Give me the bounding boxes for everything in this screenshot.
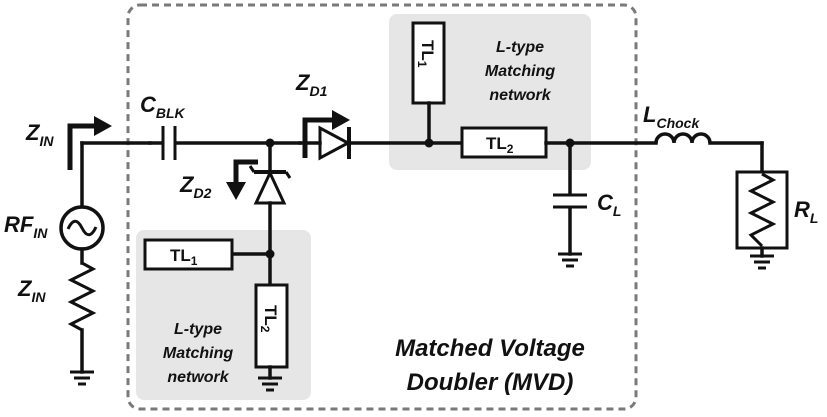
resistor-icon <box>747 172 777 248</box>
tl1-bottom-label: TL1 <box>170 246 198 268</box>
tl1-top-label: TL1 <box>415 40 437 68</box>
diode-icon <box>248 165 292 205</box>
z-in-bottom-label: ZIN <box>17 276 46 305</box>
svg-text:network: network <box>489 87 551 104</box>
l-chock-label: LChock <box>643 102 700 131</box>
ground-icon <box>750 254 774 270</box>
svg-text:Matching: Matching <box>485 63 555 80</box>
r-l-label: RL <box>794 197 818 226</box>
tl2-top-label: TL2 <box>486 134 514 156</box>
matching-caption-top: L-type Matching network <box>485 39 555 104</box>
ac-source-icon <box>59 205 105 251</box>
z-in-top-label: ZIN <box>25 120 54 149</box>
z-d1-label: ZD1 <box>295 70 328 99</box>
resistor-icon <box>67 261 97 332</box>
capacitor-icon <box>161 126 177 160</box>
junction-dot <box>424 138 434 148</box>
z-d2-arrow-icon <box>226 159 258 200</box>
diode-icon <box>318 125 352 161</box>
mvd-title: Matched Voltage Doubler (MVD) <box>395 335 585 396</box>
tl2-top-box <box>460 126 548 159</box>
tl1-top-box <box>411 21 446 105</box>
load-box <box>735 170 789 250</box>
rf-in-label: RFIN <box>4 212 48 241</box>
ground-icon <box>258 376 282 392</box>
svg-text:Doubler (MVD): Doubler (MVD) <box>407 369 574 396</box>
capacitor-icon <box>553 193 587 209</box>
svg-text:L-type: L-type <box>496 39 544 56</box>
inductor-icon <box>654 132 712 144</box>
tl2-bottom-label: TL2 <box>258 305 280 333</box>
z-in-arrow-icon <box>67 116 112 170</box>
matching-caption-bottom: L-type Matching network <box>163 321 233 386</box>
z-d2-label: ZD2 <box>179 172 212 201</box>
svg-text:Matched Voltage: Matched Voltage <box>395 335 585 362</box>
ground-icon <box>558 252 582 268</box>
mvd-boundary <box>126 3 638 411</box>
svg-text:L-type: L-type <box>174 321 222 338</box>
svg-text:network: network <box>167 369 229 386</box>
z-d1-arrow-icon <box>302 110 350 158</box>
c-l-label: CL <box>597 190 621 219</box>
source-branch <box>59 141 152 386</box>
c-blk-label: CBLK <box>140 92 186 121</box>
tl1-bottom-box <box>143 238 234 271</box>
svg-text:Matching: Matching <box>163 345 233 362</box>
ground-icon <box>70 370 94 386</box>
